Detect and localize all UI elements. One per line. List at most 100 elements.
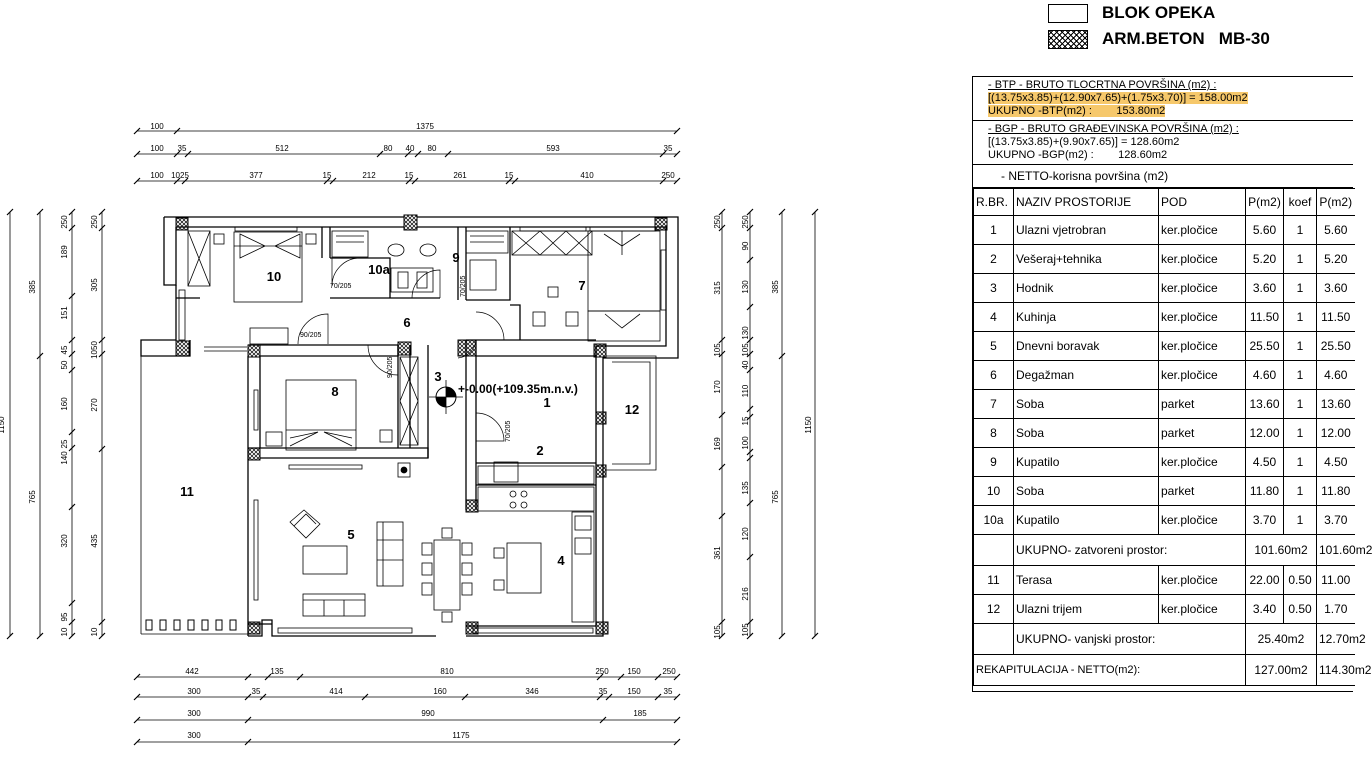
dim-label: 250 (741, 215, 750, 229)
door-labels: 70/205 70/205 90/205 90/205 70/205 (300, 275, 512, 442)
table-cell (973, 534, 1014, 566)
room-label: 4 (557, 553, 565, 568)
dim-label: 250 (90, 215, 99, 229)
dim-label: 189 (60, 245, 69, 259)
table-cell: 7 (973, 389, 1014, 419)
door-label: 90/205 (300, 332, 322, 339)
table-cell: ker.pločice (1158, 244, 1246, 274)
dim-label: 212 (362, 171, 376, 180)
concrete-columns (175, 214, 668, 635)
dim-label: 150 (627, 667, 641, 676)
table-cell: 6 (973, 360, 1014, 390)
dim-label: 105 (713, 625, 722, 639)
table-cell: ker.pločice (1158, 273, 1246, 303)
dim-label: 135 (270, 667, 284, 676)
dim-label: 300 (187, 731, 201, 740)
table-cell: Degažman (1013, 360, 1159, 390)
table-cell: 13.60 (1245, 389, 1284, 419)
dim-label: 100 (150, 171, 164, 180)
table-cell: Dnevni boravak (1013, 331, 1159, 361)
dim-label: 216 (741, 587, 750, 601)
table-cell: Kupatilo (1013, 447, 1159, 477)
room-label: 1 (543, 395, 550, 410)
dim-label: 130 (741, 280, 750, 294)
dim-label: 990 (421, 709, 435, 718)
room-label: 7 (578, 278, 585, 293)
door-label: 70/205 (460, 275, 467, 297)
dim-label: 1150 (0, 416, 6, 434)
header-cell: NAZIV PROSTORIJE (1013, 188, 1159, 216)
btp-title: - BTP - BRUTO TLOCRTNA POVRŠINA (m2) : (988, 79, 1217, 91)
table-cell: ker.pločice (1158, 215, 1246, 245)
table-cell: 5.60 (1316, 215, 1355, 245)
elevation-marker: +-0.00(+109.35m.n.v.) (429, 380, 578, 414)
dim-label: 250 (662, 667, 676, 676)
dim-label: 250 (60, 215, 69, 229)
rooms-table: R.BR. NAZIV PROSTORIJE POD P(m2) koef P(… (973, 188, 1372, 686)
windows (178, 226, 667, 634)
table-cell: 3.70 (1245, 505, 1284, 535)
dimension-labels-top: 100 1375 100 35 512 80 40 80 593 35 100 … (150, 122, 675, 180)
dim-label: 100 (150, 144, 164, 153)
dimension-labels-bottom: 442 135 810 250 150 250 300 35 414 160 3… (185, 667, 676, 740)
table-header-row: R.BR. NAZIV PROSTORIJE POD P(m2) koef P(… (973, 188, 1355, 216)
table-cell: Soba (1013, 418, 1159, 448)
table-cell: 11.50 (1316, 302, 1355, 332)
bgp-block: - BGP - BRUTO GRAĐEVINSKA POVRŠINA (m2) … (973, 121, 1353, 165)
dim-label: 385 (771, 280, 780, 294)
dim-label: 15 (405, 171, 414, 180)
total-label: UKUPNO- zatvoreni prostor: (1013, 534, 1246, 566)
table-cell: 11.50 (1245, 302, 1284, 332)
room-label: 8 (331, 384, 338, 399)
dim-label: 315 (713, 281, 722, 295)
bgp-total: UKUPNO -BGP(m2) : 128.60m2 (988, 149, 1168, 161)
btp-block: - BTP - BRUTO TLOCRTNA POVRŠINA (m2) : [… (973, 77, 1353, 121)
table-cell: ker.pločice (1158, 565, 1246, 595)
table-cell: 12.00 (1316, 418, 1355, 448)
legend-swatch-concrete (1048, 29, 1088, 49)
dim-label: 15 (505, 171, 514, 180)
legend-label: BLOK OPEKA (1102, 3, 1216, 22)
table-cell: 1 (1283, 302, 1317, 332)
dim-label: 385 (28, 280, 37, 294)
dim-label: 105 (713, 343, 722, 357)
dimension-chains-top (133, 127, 681, 185)
walls (140, 216, 679, 637)
table-cell: Soba (1013, 389, 1159, 419)
table-cell: 11 (973, 565, 1014, 595)
table-cell: 4.60 (1245, 360, 1284, 390)
dim-label: 25 (60, 439, 69, 448)
dim-label: 250 (713, 215, 722, 229)
table-cell: 25.50 (1316, 331, 1355, 361)
dim-label: 35 (664, 687, 673, 696)
header-cell: P(m2) (1245, 188, 1284, 216)
dim-label: 80 (384, 144, 393, 153)
dim-label: 135 (741, 481, 750, 495)
table-cell: 9 (973, 447, 1014, 477)
dimension-chains-left (6, 208, 106, 640)
dim-label: 160 (433, 687, 447, 696)
room-label: 6 (403, 315, 410, 330)
table-cell: 5.60 (1245, 215, 1284, 245)
total-net: 101.60m2 (1316, 534, 1372, 566)
dim-label: 414 (329, 687, 343, 696)
table-cell: 3.60 (1316, 273, 1355, 303)
table-cell: 2 (973, 244, 1014, 274)
recap-net: 114.30m2 (1316, 654, 1371, 686)
recap-label: REKAPITULACIJA - NETTO(m2): (973, 654, 1246, 686)
dim-label: 35 (252, 687, 261, 696)
total-area: 25.40m2 (1245, 623, 1317, 655)
dim-label: 105 (741, 623, 750, 637)
dim-label: 45 (60, 345, 69, 354)
table-cell: 1 (1283, 476, 1317, 506)
table-cell: 3 (973, 273, 1014, 303)
table-cell: 5.20 (1316, 244, 1355, 274)
outdoor-areas (140, 327, 657, 635)
dim-label: 1050 (90, 341, 99, 359)
legend-label: ARM.BETON MB-30 (1102, 29, 1270, 48)
recap-area: 127.00m2 (1245, 654, 1317, 686)
